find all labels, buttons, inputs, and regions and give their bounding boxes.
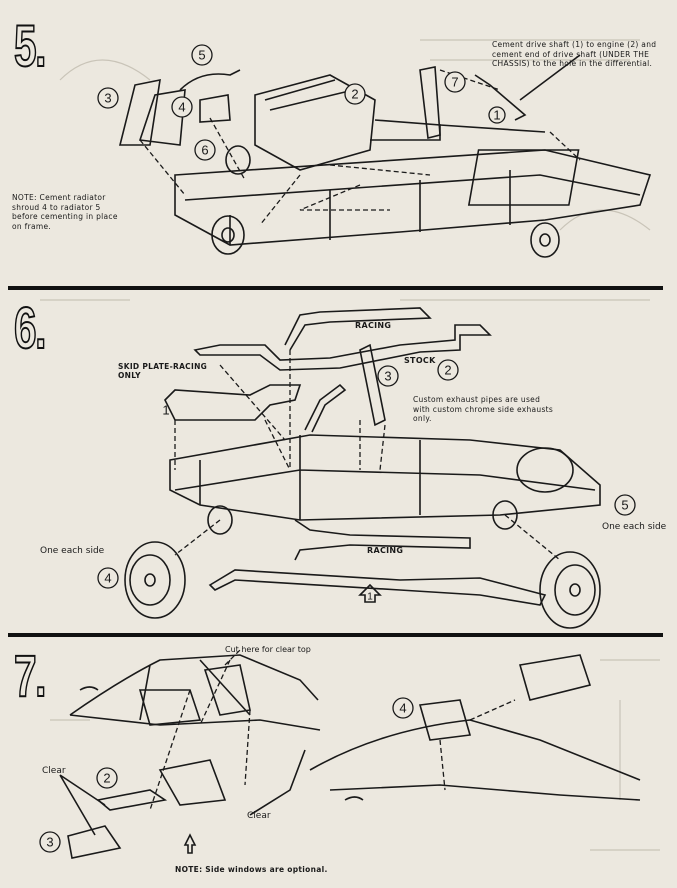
racing-label-bottom: RACING (367, 546, 404, 555)
svg-text:5: 5 (621, 498, 628, 513)
step-6-diagram: 2 3 5 4 1 1 (97, 307, 636, 629)
svg-text:6: 6 (201, 143, 208, 158)
clear-label-middle: Clear (247, 811, 271, 821)
radiator-note: NOTE: Cement radiator shroud 4 to radiat… (12, 193, 118, 231)
svg-text:3: 3 (384, 369, 391, 384)
svg-text:4: 4 (104, 571, 111, 586)
svg-text:2: 2 (351, 87, 358, 102)
section-divider (8, 633, 663, 637)
svg-text:2: 2 (103, 771, 110, 786)
one-each-side-right: One each side (602, 522, 667, 532)
svg-text:7: 7 (451, 75, 458, 90)
step-number: 5. (13, 14, 47, 79)
svg-text:4: 4 (399, 701, 406, 716)
svg-text:1: 1 (493, 108, 500, 123)
step-5-diagram: 5 3 4 2 6 7 1 (97, 44, 652, 258)
custom-exhaust-note: Custom exhaust pipes are used with custo… (413, 395, 554, 423)
cut-here-label: Cut here for clear top (225, 645, 311, 654)
drive-shaft-note: Cement drive shaft (1) to engine (2) and… (492, 40, 657, 68)
skid-plate-label: SKID PLATE-RACING ONLY (118, 362, 208, 380)
one-each-side-left: One each side (40, 546, 105, 556)
svg-text:4: 4 (178, 100, 185, 115)
callouts: 5 3 4 2 6 7 1 (97, 44, 506, 161)
step-number: 6. (13, 296, 47, 361)
racing-label: RACING (355, 321, 392, 330)
svg-text:5: 5 (198, 48, 205, 63)
clear-label-left: Clear (42, 766, 66, 776)
section-divider (8, 286, 663, 290)
svg-text:2: 2 (444, 363, 451, 378)
step-number: 7. (13, 644, 47, 709)
side-windows-note: NOTE: Side windows are optional. (175, 865, 328, 874)
callouts: 2 3 5 4 1 1 (97, 359, 636, 603)
svg-text:3: 3 (104, 91, 111, 106)
svg-text:3: 3 (46, 835, 53, 850)
callouts: 2 3 4 (39, 697, 414, 853)
svg-text:1: 1 (162, 403, 169, 418)
stock-label: STOCK (404, 356, 436, 365)
svg-text:1: 1 (367, 592, 373, 603)
